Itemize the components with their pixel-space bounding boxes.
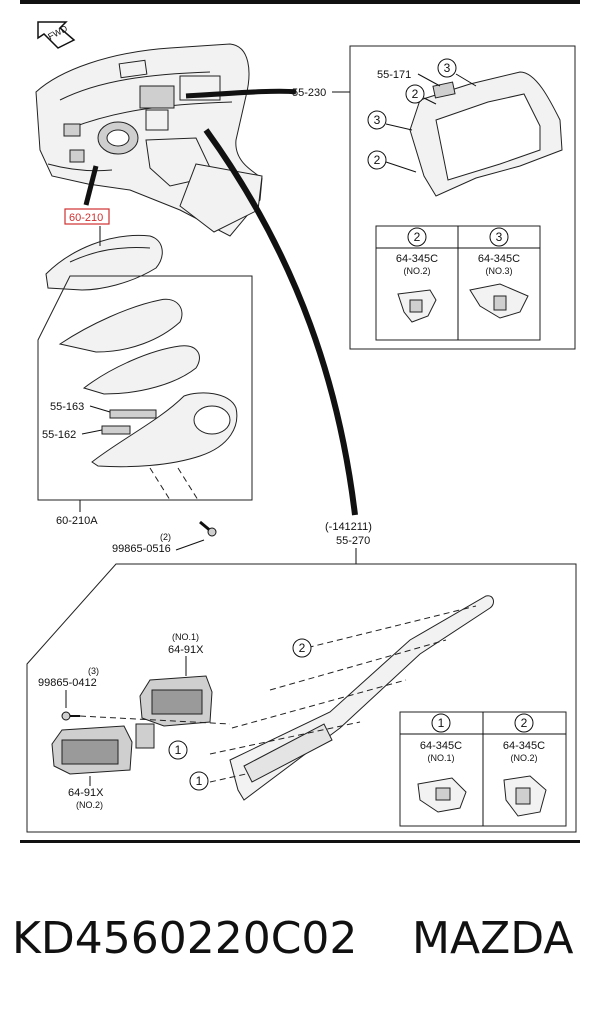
svg-text:2: 2 [374, 153, 381, 167]
dash-trim-panel [209, 595, 494, 801]
air-vent-no1-illustration [139, 675, 213, 727]
highlight-box [64, 208, 110, 225]
screw-qty-bottom: (3) [88, 666, 99, 676]
label-55-162: 55-162 [42, 429, 76, 441]
screw-part-top: 99865-0516 [112, 543, 171, 555]
clip-tag: (NO.2) [511, 753, 538, 763]
label-60-210: 60-210 [69, 212, 103, 224]
clip-tag: (NO.2) [404, 266, 431, 276]
circle-1-panel-b: 1 [189, 771, 209, 791]
label-vent-no2-tag: (NO.2) [76, 800, 103, 810]
svg-text:3: 3 [444, 61, 451, 75]
column-cover-assembly [45, 226, 163, 291]
clip-part-number: 64-345C [396, 253, 438, 265]
clip-tag: (NO.1) [428, 753, 455, 763]
leader-screw-top [175, 539, 205, 551]
svg-text:2: 2 [414, 230, 421, 244]
meter-hood-box [349, 45, 576, 350]
footer-part-number: KD4560220C02 [12, 913, 357, 964]
dashboard-illustration [35, 43, 263, 237]
label-60-210A: 60-210A [56, 515, 98, 527]
svg-text:1: 1 [175, 743, 182, 757]
clip-table-top-cell-2: 3 64-345C (NO.3) [469, 227, 529, 319]
screw-icon [199, 520, 217, 537]
svg-text:2: 2 [299, 641, 306, 655]
clip-icon [503, 775, 547, 817]
svg-text:1: 1 [438, 716, 445, 730]
leader-55-230 [185, 88, 297, 99]
svg-text:3: 3 [496, 230, 503, 244]
meter-hood-illustration [409, 71, 563, 197]
screw-bottom-icon [61, 711, 80, 721]
screw-part-bottom: 99865-0412 [38, 677, 97, 689]
footer-brand: MAZDA [412, 913, 573, 964]
leader-55-270 [203, 128, 358, 516]
label-55-171: 55-171 [377, 69, 411, 81]
label-55-163: 55-163 [50, 401, 84, 413]
label-55-270: 55-270 [336, 535, 370, 547]
leader-55-162 [81, 429, 103, 435]
svg-text:2: 2 [412, 87, 419, 101]
clip-table-top-cell-1: 2 64-345C (NO.2) [396, 227, 438, 323]
column-cover-parts [58, 298, 238, 501]
column-cover-box [37, 275, 253, 501]
circle-3-a: 3 [437, 58, 457, 78]
circle-3-b: 3 [367, 110, 387, 130]
clip-table-bottom: 1 64-345C (NO.1) 2 64-345C (NO.2) [399, 711, 567, 827]
leader-circle-2-a [423, 97, 437, 105]
clip-table-bottom-cell-1: 1 64-345C (NO.1) [417, 713, 467, 813]
leader-55-171 [417, 73, 441, 87]
svg-text:1: 1 [196, 774, 203, 788]
clip-part-number: 64-345C [420, 740, 462, 752]
circle-2-b: 2 [367, 150, 387, 170]
screw-qty-top: (2) [160, 532, 171, 542]
label-vent-no1: 64-91X [168, 644, 204, 656]
clip-part-number: 64-345C [478, 253, 520, 265]
clip-icon [417, 777, 467, 813]
leader-circle-3-b [385, 123, 413, 131]
clip-icon [469, 283, 529, 319]
leader-circle-3-a [455, 73, 477, 87]
dash-line-screw [79, 715, 231, 725]
leader-60-210 [83, 165, 99, 206]
clip-table-top: 2 64-345C (NO.2) 3 64-345C (NO.3) [375, 225, 541, 341]
label-vent-no1-tag: (NO.1) [172, 632, 199, 642]
circle-1-panel-a: 1 [168, 740, 188, 760]
leader-circle-2-b [385, 161, 417, 173]
svg-text:3: 3 [374, 113, 381, 127]
svg-text:2: 2 [521, 716, 528, 730]
label-55-230: 55-230 [292, 87, 326, 99]
dash-panel-box [26, 563, 577, 833]
clip-part-number: 64-345C [503, 740, 545, 752]
label-date-code: (-141211) [325, 521, 372, 533]
air-vent-no2-illustration [51, 723, 155, 775]
bottom-rule [20, 840, 580, 843]
clip-table-bottom-cell-2: 2 64-345C (NO.2) [503, 713, 547, 817]
clip-tag: (NO.3) [486, 266, 513, 276]
clip-icon [397, 289, 437, 323]
leader-55-163 [89, 405, 111, 413]
circle-2-panel: 2 [292, 638, 312, 658]
top-rule [20, 0, 580, 4]
fwd-arrow-icon: FWD [37, 21, 76, 49]
circle-2-a: 2 [405, 84, 425, 104]
label-vent-no2: 64-91X [68, 787, 104, 799]
